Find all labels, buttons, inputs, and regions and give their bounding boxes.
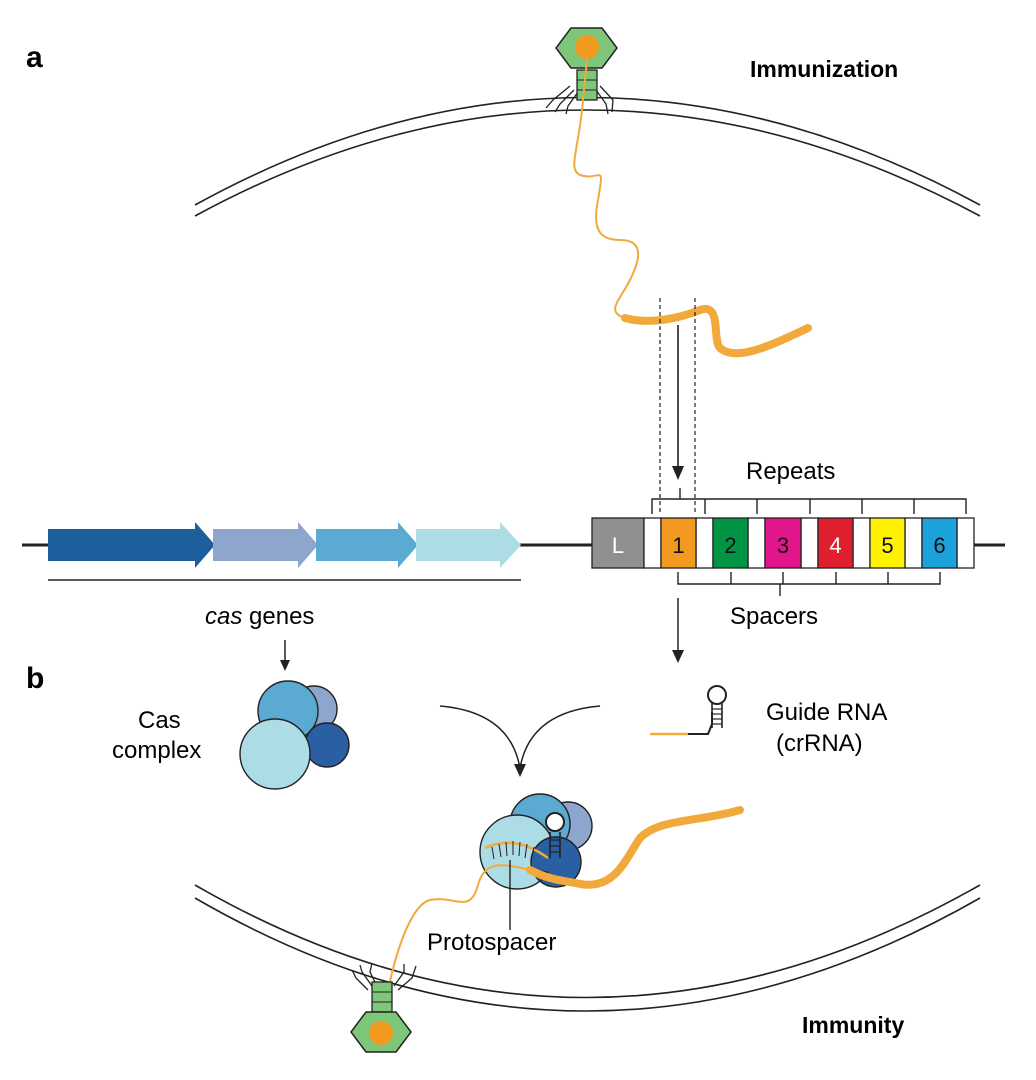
- cell-membrane-top-outer: [194, 96, 981, 206]
- phage-top-tail: [576, 69, 598, 101]
- phage-bottom-legs: [351, 962, 417, 991]
- target-dna-thin: [384, 864, 531, 1011]
- phage-top-legs: [545, 85, 614, 115]
- transcription-arrow-head: [672, 650, 684, 663]
- spacer-box-3: [764, 517, 802, 569]
- spacers-label: Spacers: [730, 603, 818, 630]
- cell-membrane-top-inner: [194, 109, 981, 217]
- protospacer-label: Protospacer: [427, 929, 556, 956]
- guide-rna: [650, 685, 727, 736]
- phage-bottom-dna: [369, 1021, 393, 1045]
- heading-immunization: Immunization: [750, 56, 898, 82]
- base-pairing: [491, 841, 535, 861]
- spacer-label-5: 5: [881, 533, 893, 558]
- phage-top: [545, 27, 618, 115]
- spacer-label-3: 3: [777, 533, 789, 558]
- spacer-label-6: 6: [933, 533, 945, 558]
- phage-top-dna: [575, 35, 599, 59]
- guide-rna-hairpin-loop: [707, 685, 727, 705]
- cas-subunit-light: [239, 718, 311, 790]
- repeat-box: [643, 517, 662, 569]
- heading-immunity: Immunity: [802, 1012, 904, 1038]
- repeat-box: [695, 517, 714, 569]
- spacer-label-1: 1: [672, 533, 684, 558]
- guide-rna-label-line2: (crRNA): [776, 730, 863, 757]
- cas-gene-arrow-4: [416, 522, 521, 568]
- cas-gene-arrow-1: [48, 522, 215, 568]
- cas-subunit-dark: [304, 722, 350, 768]
- repeats-label: Repeats: [746, 458, 835, 485]
- panel-letter-b: b: [26, 662, 44, 695]
- phage-dna-thin: [573, 59, 640, 319]
- spacer-box-4: [817, 517, 854, 569]
- leader-label: L: [612, 533, 624, 558]
- spacer-box-5: [869, 517, 906, 569]
- cas-gene-arrow-3: [316, 522, 418, 568]
- assembly-arrow-head: [514, 764, 526, 777]
- cas-genes-arrow-head: [280, 660, 290, 671]
- cas-complex-label-line1: Cas: [138, 707, 181, 734]
- cas-genes-label-italic: cas: [205, 603, 242, 630]
- guide-rna-label-line1: Guide RNA: [766, 699, 887, 726]
- interference-crrna-guide: [484, 841, 549, 860]
- spacers-bracket: [677, 572, 941, 596]
- cell-membrane-bottom-inner: [194, 897, 981, 1012]
- assembly-arrow-left: [439, 705, 521, 769]
- repeats-bracket: [651, 488, 967, 514]
- guide-rna-repeat: [688, 712, 713, 735]
- repeat-box: [800, 517, 819, 569]
- phage-bottom-tail: [371, 981, 393, 1013]
- cas-genes-label: cas genes: [205, 603, 314, 630]
- spacer-label-2: 2: [724, 533, 736, 558]
- repeat-box: [852, 517, 871, 569]
- interference-crrna-stem: [549, 832, 561, 858]
- acquisition-arrow-head: [672, 466, 684, 480]
- repeat-box: [747, 517, 766, 569]
- crispr-array: L 1 2 3 4 5 6: [591, 517, 975, 569]
- cas-complex: [239, 680, 350, 790]
- cas-complex-label-line2: complex: [112, 737, 201, 764]
- assembly-arrow-right: [519, 705, 601, 769]
- cell-membrane-bottom-outer: [194, 884, 981, 999]
- spacer-box-1: [660, 517, 697, 569]
- spacer-label-4: 4: [829, 533, 841, 558]
- cas-gene-arrow-2: [213, 522, 318, 568]
- target-dna-thick: [526, 806, 744, 889]
- repeat-box: [956, 517, 975, 569]
- repeat-box: [904, 517, 923, 569]
- spacer-box-2: [712, 517, 749, 569]
- interference-crrna-loop: [545, 812, 565, 832]
- panel-letter-a: a: [26, 41, 43, 74]
- phage-dna-thick: [621, 304, 812, 358]
- cas-genes-label-rest: genes: [242, 603, 314, 630]
- spacer-box-6: [921, 517, 958, 569]
- phage-bottom: [350, 962, 417, 1053]
